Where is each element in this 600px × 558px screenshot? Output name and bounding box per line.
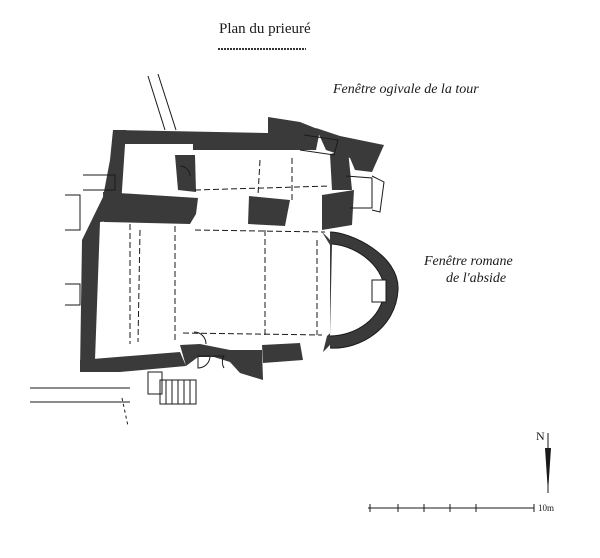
vault-lines	[129, 158, 331, 344]
tower-window-label: Fenêtre ogivale de la tour	[333, 82, 479, 97]
scale-unit-label: 10m	[538, 503, 555, 513]
north-letter: N	[536, 429, 545, 443]
apse-window-label-line2: de l'abside	[446, 271, 507, 286]
apse-window-label-line1: Fenêtre romane	[424, 254, 513, 269]
apse	[322, 231, 399, 352]
plan-title: Plan du prieuré	[219, 21, 311, 37]
north-arrow-icon	[545, 433, 551, 493]
plan-outlines	[30, 73, 385, 427]
scale-bar	[368, 504, 535, 512]
